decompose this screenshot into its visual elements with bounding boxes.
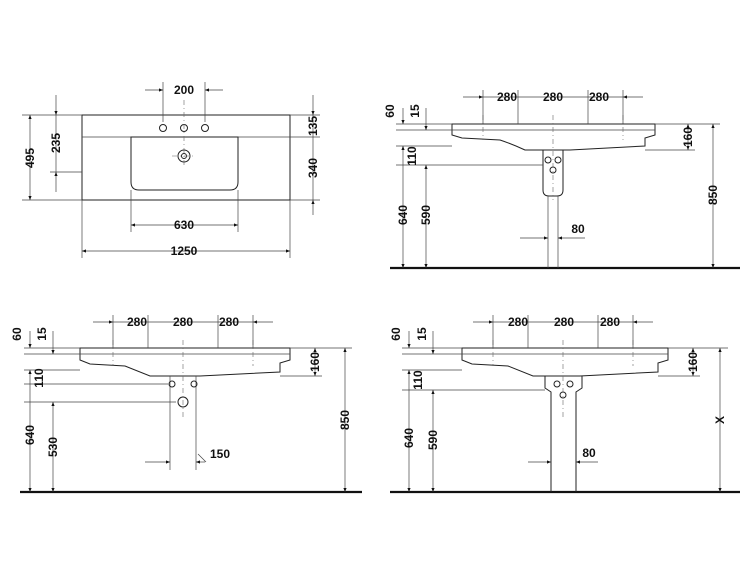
dim-back-depth: 235 [49, 133, 63, 153]
pedestal-view: 280 280 280 60 15 110 640 590 160 X 80 [389, 315, 740, 494]
basin-outline [81, 114, 291, 201]
dim-height-590: 590 [419, 205, 433, 225]
dim-faucet-spacing: 200 [174, 83, 194, 97]
basin-profile [79, 347, 291, 377]
dim-back-right: 135 [306, 116, 320, 136]
dim-gap-a: 60 [10, 327, 24, 341]
dim-gap-a: 60 [383, 104, 397, 118]
dim-variable-height: X [713, 416, 727, 424]
dim-bowl-width: 630 [174, 218, 194, 232]
dim-rim-height: 160 [686, 352, 700, 372]
dim-front-right: 340 [306, 158, 320, 178]
dim-spacing-3: 280 [600, 315, 620, 329]
dim-spacing-3: 280 [219, 315, 239, 329]
wall-drain-view: 280 280 280 60 15 110 640 530 160 850 15… [10, 315, 362, 494]
dim-rim-height: 160 [308, 352, 322, 372]
basin-profile [461, 347, 669, 377]
dim-height-640: 640 [23, 425, 37, 445]
dim-height-640: 640 [402, 428, 416, 448]
dim-upper-offset: 110 [411, 370, 425, 390]
bowl-outline [130, 136, 239, 191]
dim-gap-b: 15 [415, 327, 429, 341]
dim-gap-a: 60 [389, 327, 403, 341]
dim-spacing-3: 280 [589, 90, 609, 104]
dim-height-530: 530 [46, 437, 60, 457]
dim-height-640: 640 [396, 205, 410, 225]
dim-upper-offset: 110 [32, 368, 46, 388]
dim-rim-height: 160 [681, 127, 695, 147]
dim-gap-b: 15 [35, 327, 49, 341]
dim-spacing-1: 280 [497, 90, 517, 104]
siphon-view: 280 280 280 60 15 640 590 110 160 850 80 [383, 90, 740, 270]
basin-profile [451, 123, 656, 151]
dim-spacing-1: 280 [508, 315, 528, 329]
dim-gap-b: 15 [408, 104, 422, 118]
dim-spacing-2: 280 [554, 315, 574, 329]
dim-overall-height: 850 [706, 185, 720, 205]
dim-height-590: 590 [426, 430, 440, 450]
dim-upper-offset: 110 [405, 146, 419, 166]
dim-pedestal-width: 80 [582, 446, 596, 460]
dim-total-width: 1250 [171, 244, 198, 258]
dim-spacing-2: 280 [543, 90, 563, 104]
dim-total-depth: 495 [23, 148, 37, 168]
dim-drain-offset: 150 [210, 447, 230, 461]
dim-siphon-width: 80 [571, 222, 585, 236]
pedestal-column [544, 376, 583, 492]
dim-overall-height: 850 [338, 410, 352, 430]
tap-hole-left [159, 124, 167, 132]
top-view: 200 495 235 135 340 630 1250 [22, 82, 320, 258]
dim-spacing-1: 280 [127, 315, 147, 329]
tap-hole-right [201, 124, 209, 132]
dim-spacing-2: 280 [173, 315, 193, 329]
